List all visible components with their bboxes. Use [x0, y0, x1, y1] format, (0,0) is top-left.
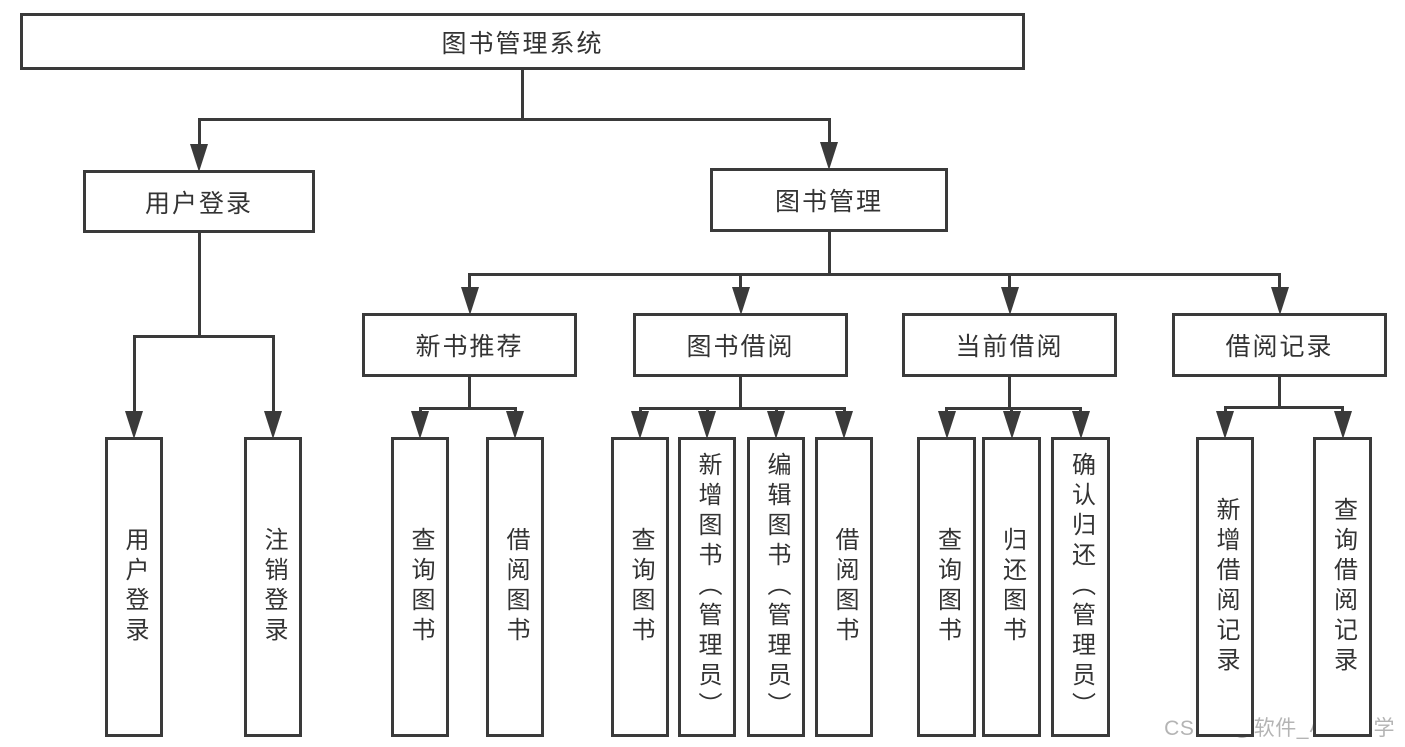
arrowhead-icon: [835, 411, 853, 439]
node-user-login-leaf: 用户登录: [105, 437, 163, 737]
connector-line: [1278, 376, 1281, 409]
connector-line: [1008, 273, 1011, 291]
connector-line: [1341, 406, 1344, 415]
node-add-books-admin: 新增图书（管理员）: [678, 437, 736, 737]
node-query-borrow-record: 查询借阅记录: [1313, 437, 1372, 737]
node-label: 新书推荐: [415, 333, 524, 361]
node-query-books-rec: 查询图书: [391, 437, 449, 737]
node-query-books-borrow: 查询图书: [611, 437, 669, 737]
node-label: 注销登录: [260, 527, 287, 647]
connector-line: [197, 232, 201, 338]
node-return-books: 归还图书: [982, 437, 1041, 737]
node-new-book-rec: 新书推荐: [362, 313, 577, 377]
arrowhead-icon: [1002, 411, 1021, 439]
connector-line: [271, 335, 275, 415]
connector-line: [827, 231, 831, 276]
connector-line: [1223, 406, 1344, 409]
arrowhead-icon: [1000, 287, 1019, 315]
connector-line: [1008, 376, 1011, 410]
arrowhead-icon: [460, 287, 479, 315]
node-book-mgmt: 图书管理: [710, 168, 948, 232]
connector-line: [132, 335, 136, 415]
node-label: 借阅图书: [502, 527, 529, 647]
node-label: 新增借阅记录: [1212, 497, 1239, 677]
connector-line: [638, 407, 846, 410]
node-label: 新增图书（管理员）: [694, 452, 721, 722]
arrowhead-icon: [506, 411, 524, 439]
node-label: 查询图书: [407, 527, 434, 647]
connector-line: [468, 376, 471, 410]
arrowhead-icon: [411, 411, 429, 439]
node-borrow-books-rec: 借阅图书: [486, 437, 544, 737]
node-confirm-return: 确认归还（管理员）: [1051, 437, 1110, 737]
node-label: 查询图书: [933, 527, 961, 647]
connector-line: [739, 376, 742, 410]
arrowhead-icon: [1333, 411, 1352, 439]
arrowhead-icon: [731, 287, 750, 315]
node-label: 确认归还（管理员）: [1067, 452, 1095, 722]
node-user-login: 用户登录: [83, 170, 315, 233]
node-label: 用户登录: [121, 527, 148, 647]
arrowhead-icon: [698, 411, 716, 439]
node-label: 借阅记录: [1225, 333, 1334, 361]
node-label: 查询图书: [627, 527, 654, 647]
node-book-borrow: 图书借阅: [633, 313, 848, 377]
arrowhead-icon: [767, 411, 785, 439]
arrowhead-icon: [820, 142, 838, 170]
connector-line: [468, 273, 1281, 276]
arrowhead-icon: [937, 411, 956, 439]
arrowhead-icon: [190, 144, 208, 172]
node-label: 当前借阅: [955, 333, 1064, 361]
node-root: 图书管理系统: [20, 13, 1025, 70]
arrowhead-icon: [1071, 411, 1090, 439]
connector-line: [827, 118, 831, 146]
arrowhead-icon: [264, 411, 282, 439]
node-label: 归还图书: [998, 527, 1026, 647]
node-query-books-cur: 查询图书: [917, 437, 976, 737]
node-label: 图书借阅: [686, 333, 795, 361]
arrowhead-icon: [631, 411, 649, 439]
connector-line: [945, 407, 1082, 410]
node-label: 图书管理系统: [441, 29, 604, 58]
connector-line: [739, 273, 742, 291]
connector-line: [418, 407, 517, 410]
node-add-borrow-record: 新增借阅记录: [1196, 437, 1254, 737]
node-edit-books-admin: 编辑图书（管理员）: [747, 437, 805, 737]
connector-line: [1223, 406, 1227, 415]
node-logout-leaf: 注销登录: [244, 437, 302, 737]
connector-line: [521, 69, 524, 121]
connector-line: [197, 118, 831, 121]
connector-line: [1278, 273, 1281, 291]
node-label: 用户登录: [144, 189, 253, 218]
arrowhead-icon: [1270, 287, 1289, 315]
arrowhead-icon: [1216, 411, 1234, 439]
node-current-borrow: 当前借阅: [902, 313, 1117, 377]
node-label: 借阅图书: [831, 527, 858, 647]
node-label: 编辑图书（管理员）: [763, 452, 790, 722]
connector-line: [132, 335, 275, 338]
connector-line: [197, 118, 201, 148]
node-label: 图书管理: [774, 188, 883, 216]
node-label: 查询借阅记录: [1329, 497, 1357, 677]
node-borrow-books-leaf: 借阅图书: [815, 437, 873, 737]
connector-line: [468, 273, 471, 291]
arrowhead-icon: [125, 411, 143, 439]
node-borrow-records: 借阅记录: [1172, 313, 1387, 377]
